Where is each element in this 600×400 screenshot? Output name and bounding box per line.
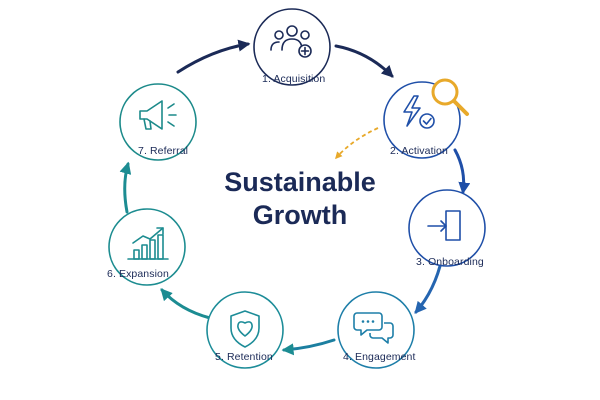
stage-label-acquisition: 1. Acquisition — [262, 73, 326, 85]
arrow-activation-to-onboarding — [453, 148, 471, 195]
arrow-expansion-to-referral — [119, 161, 132, 214]
stage-label-onboarding: 3. Onboarding — [416, 256, 484, 268]
stage-label-retention: 5. Retention — [215, 351, 273, 363]
shield-heart-icon — [230, 310, 260, 348]
stage-label-activation: 2. Activation — [390, 145, 448, 157]
center-title: Sustainable Growth — [170, 166, 430, 232]
arrow-engagement-to-retention — [281, 338, 336, 356]
chat-bubbles-icon — [353, 312, 394, 344]
megaphone-icon — [139, 100, 177, 130]
circle-retention — [206, 291, 284, 369]
lightning-check-icon — [403, 95, 435, 129]
circle-onboarding — [408, 189, 486, 267]
stage-label-engagement: 4. Engagement — [343, 351, 416, 363]
magnifier-icon — [431, 78, 469, 116]
center-title-line1: Sustainable — [224, 167, 376, 197]
arrow-acquisition-to-activation — [334, 44, 394, 78]
arrow-retention-to-expansion — [160, 288, 212, 320]
growth-chart-icon — [127, 227, 169, 260]
circle-referral — [119, 83, 197, 161]
users-plus-icon — [270, 25, 312, 58]
arrow-referral-to-acquisition — [176, 39, 251, 74]
stage-label-referral: 7. Referral — [138, 145, 189, 157]
dashed-insight-arrow — [335, 127, 379, 160]
door-enter-icon — [427, 210, 461, 241]
circle-acquisition — [253, 8, 331, 86]
center-title-line2: Growth — [252, 200, 348, 230]
stage-label-expansion: 6. Expansion — [107, 268, 169, 280]
